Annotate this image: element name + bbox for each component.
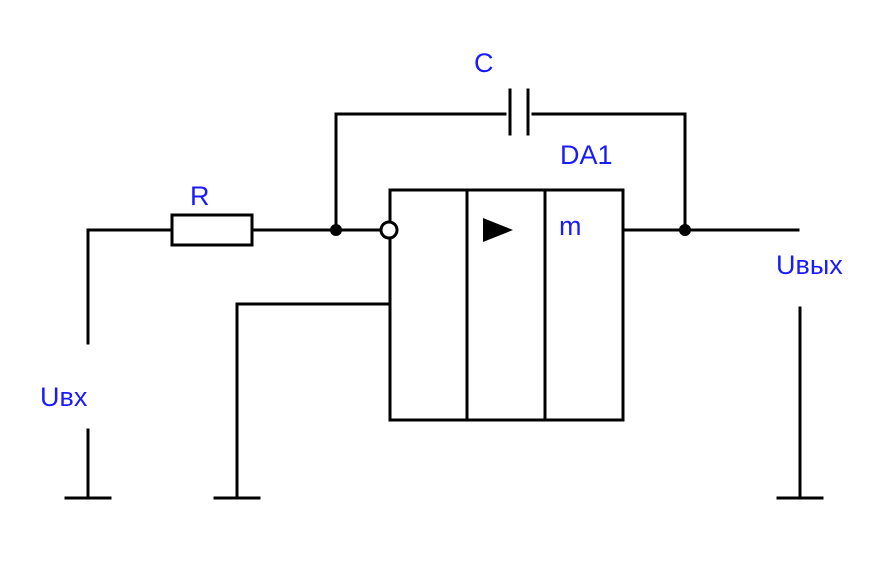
input-node-dot	[330, 224, 342, 236]
resistor-label: R	[190, 181, 210, 211]
opamp-label: DA1	[560, 140, 613, 170]
input-wire	[86, 228, 174, 345]
opamp-block	[388, 188, 625, 422]
resistor	[170, 213, 254, 247]
input-voltage-label: Uвх	[40, 382, 88, 412]
opamp-function-label: m	[559, 211, 582, 241]
triangle-amplifier-icon	[483, 218, 513, 242]
feedback-left-wire	[334, 112, 507, 232]
inversion-circle-icon	[379, 220, 399, 240]
feedback-right-wire	[531, 112, 687, 232]
output-voltage-label: Uвых	[776, 250, 843, 280]
capacitor-label: C	[474, 48, 494, 78]
noninverting-wire	[235, 302, 392, 500]
